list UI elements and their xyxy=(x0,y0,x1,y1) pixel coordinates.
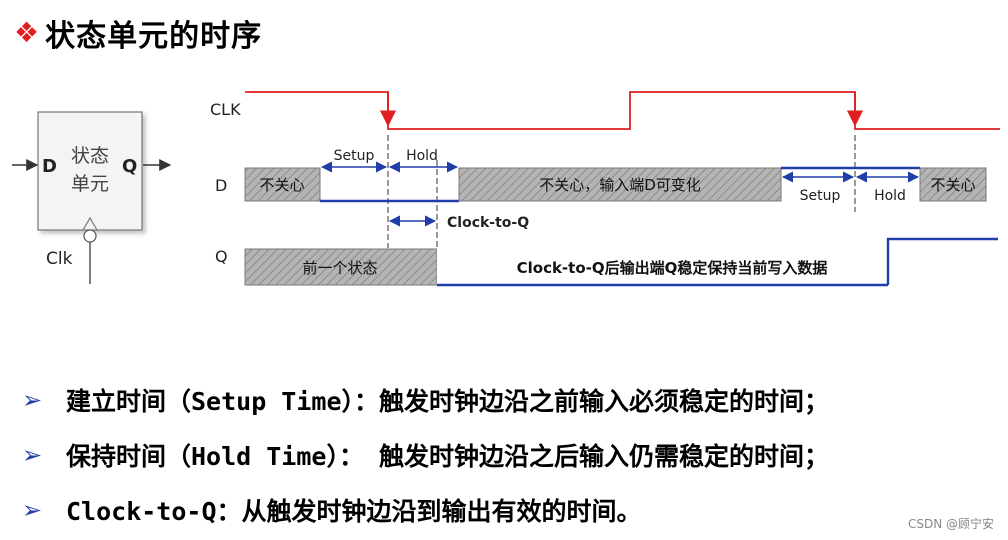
arrow-bullet-icon: ➢ xyxy=(22,441,43,469)
signal-q-label: Q xyxy=(215,247,228,266)
watermark: CSDN @顾宁安 xyxy=(907,517,994,531)
bullet-setup-text: 建立时间（Setup Time）：触发时钟边沿之前输入必须稳定的时间； xyxy=(66,387,830,416)
q-stable-label: Clock-to-Q后输出端Q稳定保持当前写入数据 xyxy=(517,259,828,277)
d-dontcare-3 xyxy=(919,167,987,202)
bullet-clock-to-q: ➢ Clock-to-Q：从触发时钟边沿到输出有效的时间。 xyxy=(22,490,1002,530)
clock-bubble xyxy=(83,229,97,243)
pin-d-label: D xyxy=(42,156,57,177)
signal-clk-label: CLK xyxy=(210,100,241,119)
pin-clk-label: Clk xyxy=(46,249,73,269)
hold-2-label: Hold xyxy=(874,188,906,204)
page-title-text: 状态单元的时序 xyxy=(45,19,263,54)
arrow-bullet-icon: ➢ xyxy=(22,386,43,414)
bullet-clock-to-q-text: Clock-to-Q：从触发时钟边沿到输出有效的时间。 xyxy=(66,497,642,526)
bullet-hold-time: ➢ 保持时间（Hold Time）： 触发时钟边沿之后输入仍需稳定的时间； xyxy=(22,435,1002,475)
q-high-level xyxy=(886,237,998,285)
arrow-bullet-icon: ➢ xyxy=(22,496,43,524)
clock-to-q-label: Clock-to-Q xyxy=(447,215,529,231)
bullet-setup-time: ➢ 建立时间（Setup Time）：触发时钟边沿之前输入必须稳定的时间； xyxy=(22,380,1002,420)
q-stable-region xyxy=(437,249,888,285)
d-dontcare-1-label: 不关心 xyxy=(259,176,304,194)
d-dontcare-3-label: 不关心 xyxy=(930,176,975,194)
setup-1-label: Setup xyxy=(334,148,375,164)
q-prev-state-label: 前一个状态 xyxy=(302,259,377,277)
d-dontcare-2-label: 不关心，输入端D可变化 xyxy=(539,176,701,194)
block-label-2: 单元 xyxy=(71,173,109,195)
pin-q-label: Q xyxy=(122,156,137,177)
bullet-hold-text: 保持时间（Hold Time）： 触发时钟边沿之后输入仍需稳定的时间； xyxy=(66,442,830,471)
d-dontcare-2 xyxy=(458,167,782,202)
q-prev-state xyxy=(244,248,438,286)
clock-triangle xyxy=(82,216,98,231)
setup-2-label: Setup xyxy=(800,188,841,204)
diamond-bullet-icon: ❖ xyxy=(14,16,40,49)
d-dontcare-1 xyxy=(244,167,321,202)
signal-d-label: D xyxy=(215,176,227,195)
clk-waveform xyxy=(245,91,1000,130)
hold-1-label: Hold xyxy=(406,148,438,164)
block-label-1: 状态 xyxy=(71,145,109,167)
state-element-block: 状态 单元 D Q Clk xyxy=(12,111,172,284)
page-title: ❖ 状态单元的时序 xyxy=(14,8,262,58)
